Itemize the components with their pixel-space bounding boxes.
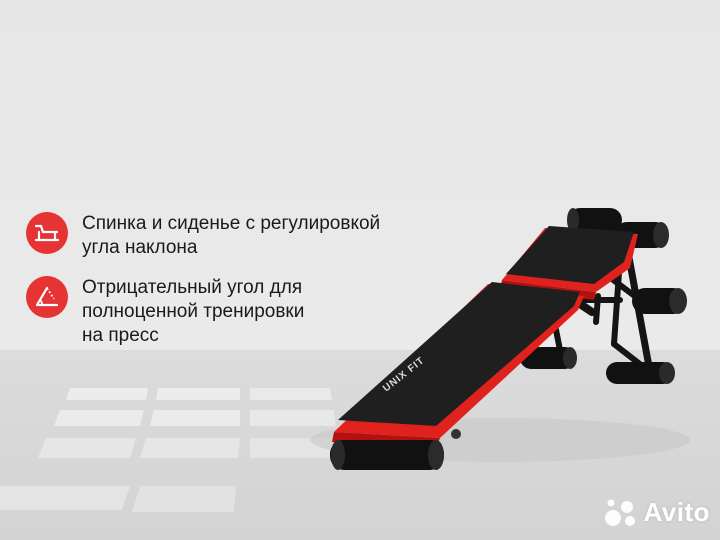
feature-2-line-3: на пресс — [82, 325, 159, 346]
feature-1-line-2: угла наклона — [82, 237, 198, 258]
rear-floor-roller — [606, 362, 675, 384]
front-floor-roller — [330, 440, 444, 470]
feature-2-line-1: Отрицательный угол для — [82, 277, 303, 298]
bench-incline-icon — [26, 212, 68, 254]
avito-logo-icon — [605, 499, 636, 526]
avito-watermark: Avito — [603, 497, 710, 528]
middle-floor-roller — [520, 347, 577, 369]
seat-pad — [500, 226, 638, 300]
feature-1-line-1: Спинка и сиденье с регулировкой — [82, 213, 381, 234]
feature-negative-angle: Отрицательный угол для полноценной трени… — [26, 276, 422, 348]
feature-2-line-2: полноценной тренировки — [82, 301, 305, 322]
background-wall — [0, 0, 720, 350]
feature-adjustable-backrest: Спинка и сиденье с регулировкой угла нак… — [26, 212, 422, 260]
angle-icon — [26, 276, 68, 318]
avito-wordmark: Avito — [643, 497, 710, 527]
leg-roller-lower — [632, 288, 687, 314]
